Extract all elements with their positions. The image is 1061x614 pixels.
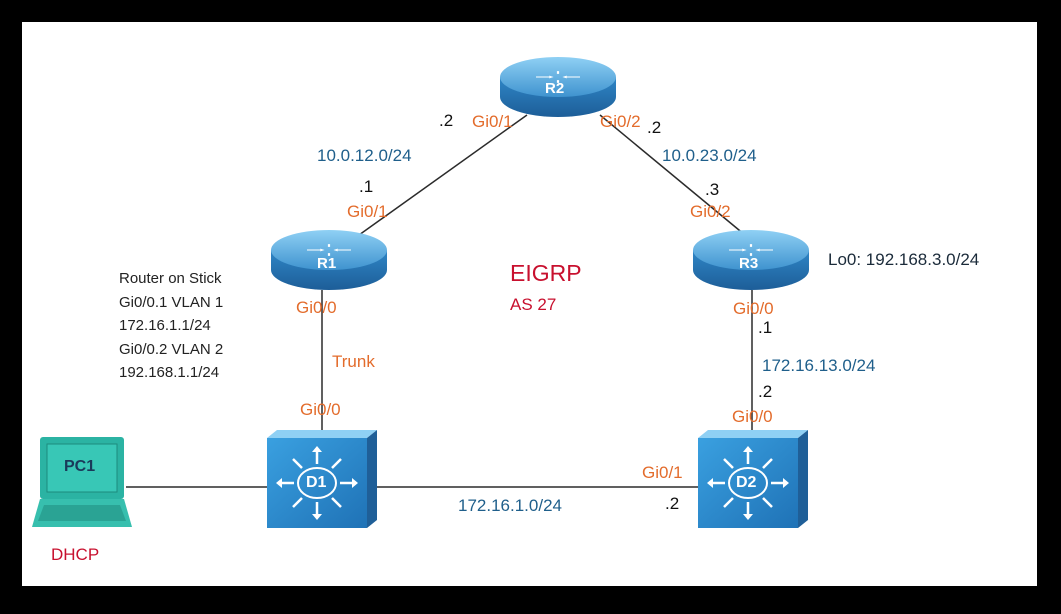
d2-gi01-interface: Gi0/1	[642, 463, 683, 482]
d1-label: D1	[306, 474, 327, 491]
r1-r2-network: 10.0.12.0/24	[317, 146, 412, 165]
r1-gi00-interface: Gi0/0	[296, 298, 337, 317]
r3-d2-network: 172.16.13.0/24	[762, 356, 876, 375]
link-r2-r3	[599, 114, 746, 236]
note-line: Gi0/0.2 VLAN 2	[119, 340, 224, 358]
r1-gi01-host: .1	[359, 177, 374, 196]
router-r1-icon[interactable]	[271, 230, 387, 290]
r3-gi02-interface: Gi0/2	[690, 202, 731, 221]
r2-r3-network: 10.0.23.0/24	[662, 146, 757, 165]
d1-gi00-interface: Gi0/0	[300, 400, 341, 419]
d1-d2-network: 172.16.1.0/24	[458, 496, 562, 515]
r1-label: R1	[317, 255, 337, 272]
note-line: Router on Stick	[119, 270, 222, 287]
topology-svg	[32, 57, 809, 528]
note-line: Gi0/0.1 VLAN 1	[119, 293, 224, 311]
r3-gi00-interface: Gi0/0	[733, 299, 774, 318]
r3-gi00-host: .1	[758, 318, 773, 337]
r1-gi01-interface: Gi0/1	[347, 202, 388, 221]
router-r3-icon[interactable]	[693, 230, 809, 290]
switch-d1-icon[interactable]	[267, 430, 377, 528]
r3-label: R3	[739, 255, 759, 272]
router-r2-icon[interactable]	[500, 57, 616, 117]
protocol-name: EIGRP	[510, 260, 582, 286]
r2-gi01-host: .2	[439, 111, 454, 130]
r3-loopback: Lo0: 192.168.3.0/24	[828, 250, 980, 269]
pc1-dhcp-label: DHCP	[51, 545, 100, 564]
switch-d2-icon[interactable]	[698, 430, 808, 528]
laptop-pc1-icon[interactable]	[32, 437, 132, 527]
note-line: 172.16.1.1/24	[119, 317, 211, 334]
link-r1-r2	[358, 114, 528, 236]
note-line: 192.168.1.1/24	[119, 364, 220, 381]
d2-gi01-host: .2	[665, 494, 680, 513]
protocol-as: AS 27	[510, 295, 557, 314]
r2-gi02-host: .2	[647, 118, 662, 137]
d2-label: D2	[736, 474, 757, 491]
d2-gi00-host: .2	[758, 382, 773, 401]
pc1-label: PC1	[64, 458, 96, 475]
diagram-canvas: R2 R1 R3 D1 D2 PC1 .2 Gi0/1 10.0.12.0/24…	[22, 22, 1037, 586]
r3-gi02-host: .3	[705, 180, 720, 199]
trunk-label: Trunk	[332, 352, 375, 371]
r2-gi01-interface: Gi0/1	[472, 112, 513, 131]
r2-label: R2	[545, 80, 565, 97]
router-on-stick-note: Router on Stick Gi0/0.1 VLAN 1 172.16.1.…	[119, 267, 223, 385]
r2-gi02-interface: Gi0/2	[600, 112, 641, 131]
d2-gi00-interface: Gi0/0	[732, 407, 773, 426]
